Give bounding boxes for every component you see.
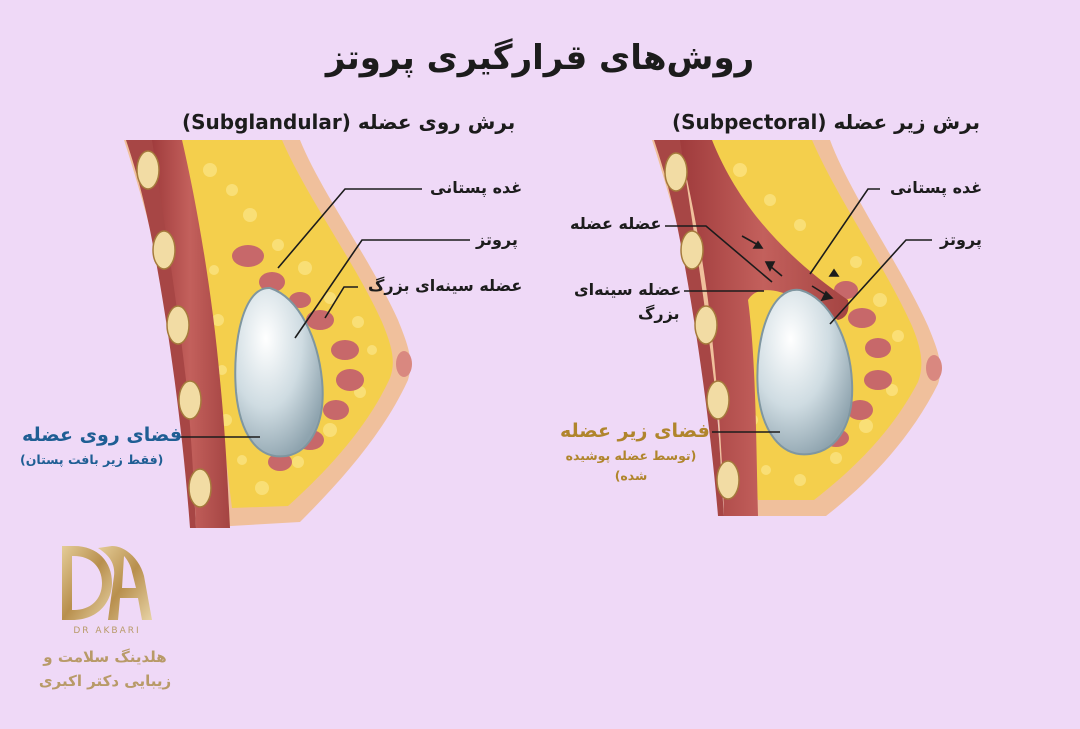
muscle-arrows [741,235,840,302]
subpectoral-label-implant: پروتز [940,230,982,249]
subglandular-label-gland: غده پستانی [430,178,523,197]
subpectoral-label-pec-major-line1: عضله سینه‌ای [574,280,682,299]
pectoral-muscle [678,140,849,516]
implant [756,288,854,456]
subglandular-leaders [178,188,470,438]
nipple [926,355,942,381]
subglandular-label-implant: پروتز [476,230,518,249]
gland-lobules [823,281,892,447]
nipple [396,351,412,377]
subpectoral-heading: برش زیر عضله (Subpectoral) [672,110,981,134]
ribs [664,152,740,500]
subglandular-space-title: فضای روی عضله [22,424,183,446]
brand-line-1: هلدینگ سلامت و [43,648,167,666]
brand-logo [62,546,152,620]
logo-caption: DR AKBARI [73,626,141,636]
subglandular-space-note: (فقط زیر بافت پستان) [20,452,164,467]
subpectoral-label-muscle: عضله عضله [570,214,662,233]
page-title: روش‌های قرارگیری پروتز [325,38,755,78]
subpectoral-leaders [665,188,932,433]
subglandular-heading: برش روی عضله (Subglandular) [182,110,516,134]
fat-globules [203,163,377,495]
brand-line-2: زیبایی دکتر اکبری [38,672,172,690]
ribs [136,150,212,508]
subpectoral-space-note-line2: شده) [614,468,648,483]
subpectoral-space-note-line1: (توسط عضله پوشیده [565,448,697,463]
subpectoral-diagram [652,140,942,516]
subpectoral-space-title: فضای زیر عضله [560,420,710,442]
subglandular-label-pec-major: عضله سینه‌ای بزرگ [368,276,523,295]
subpectoral-label-gland: غده پستانی [890,178,983,197]
gland-lobules [232,245,364,471]
subglandular-diagram [124,140,412,528]
subpectoral-label-pec-major-line2: بزرگ [638,304,680,323]
